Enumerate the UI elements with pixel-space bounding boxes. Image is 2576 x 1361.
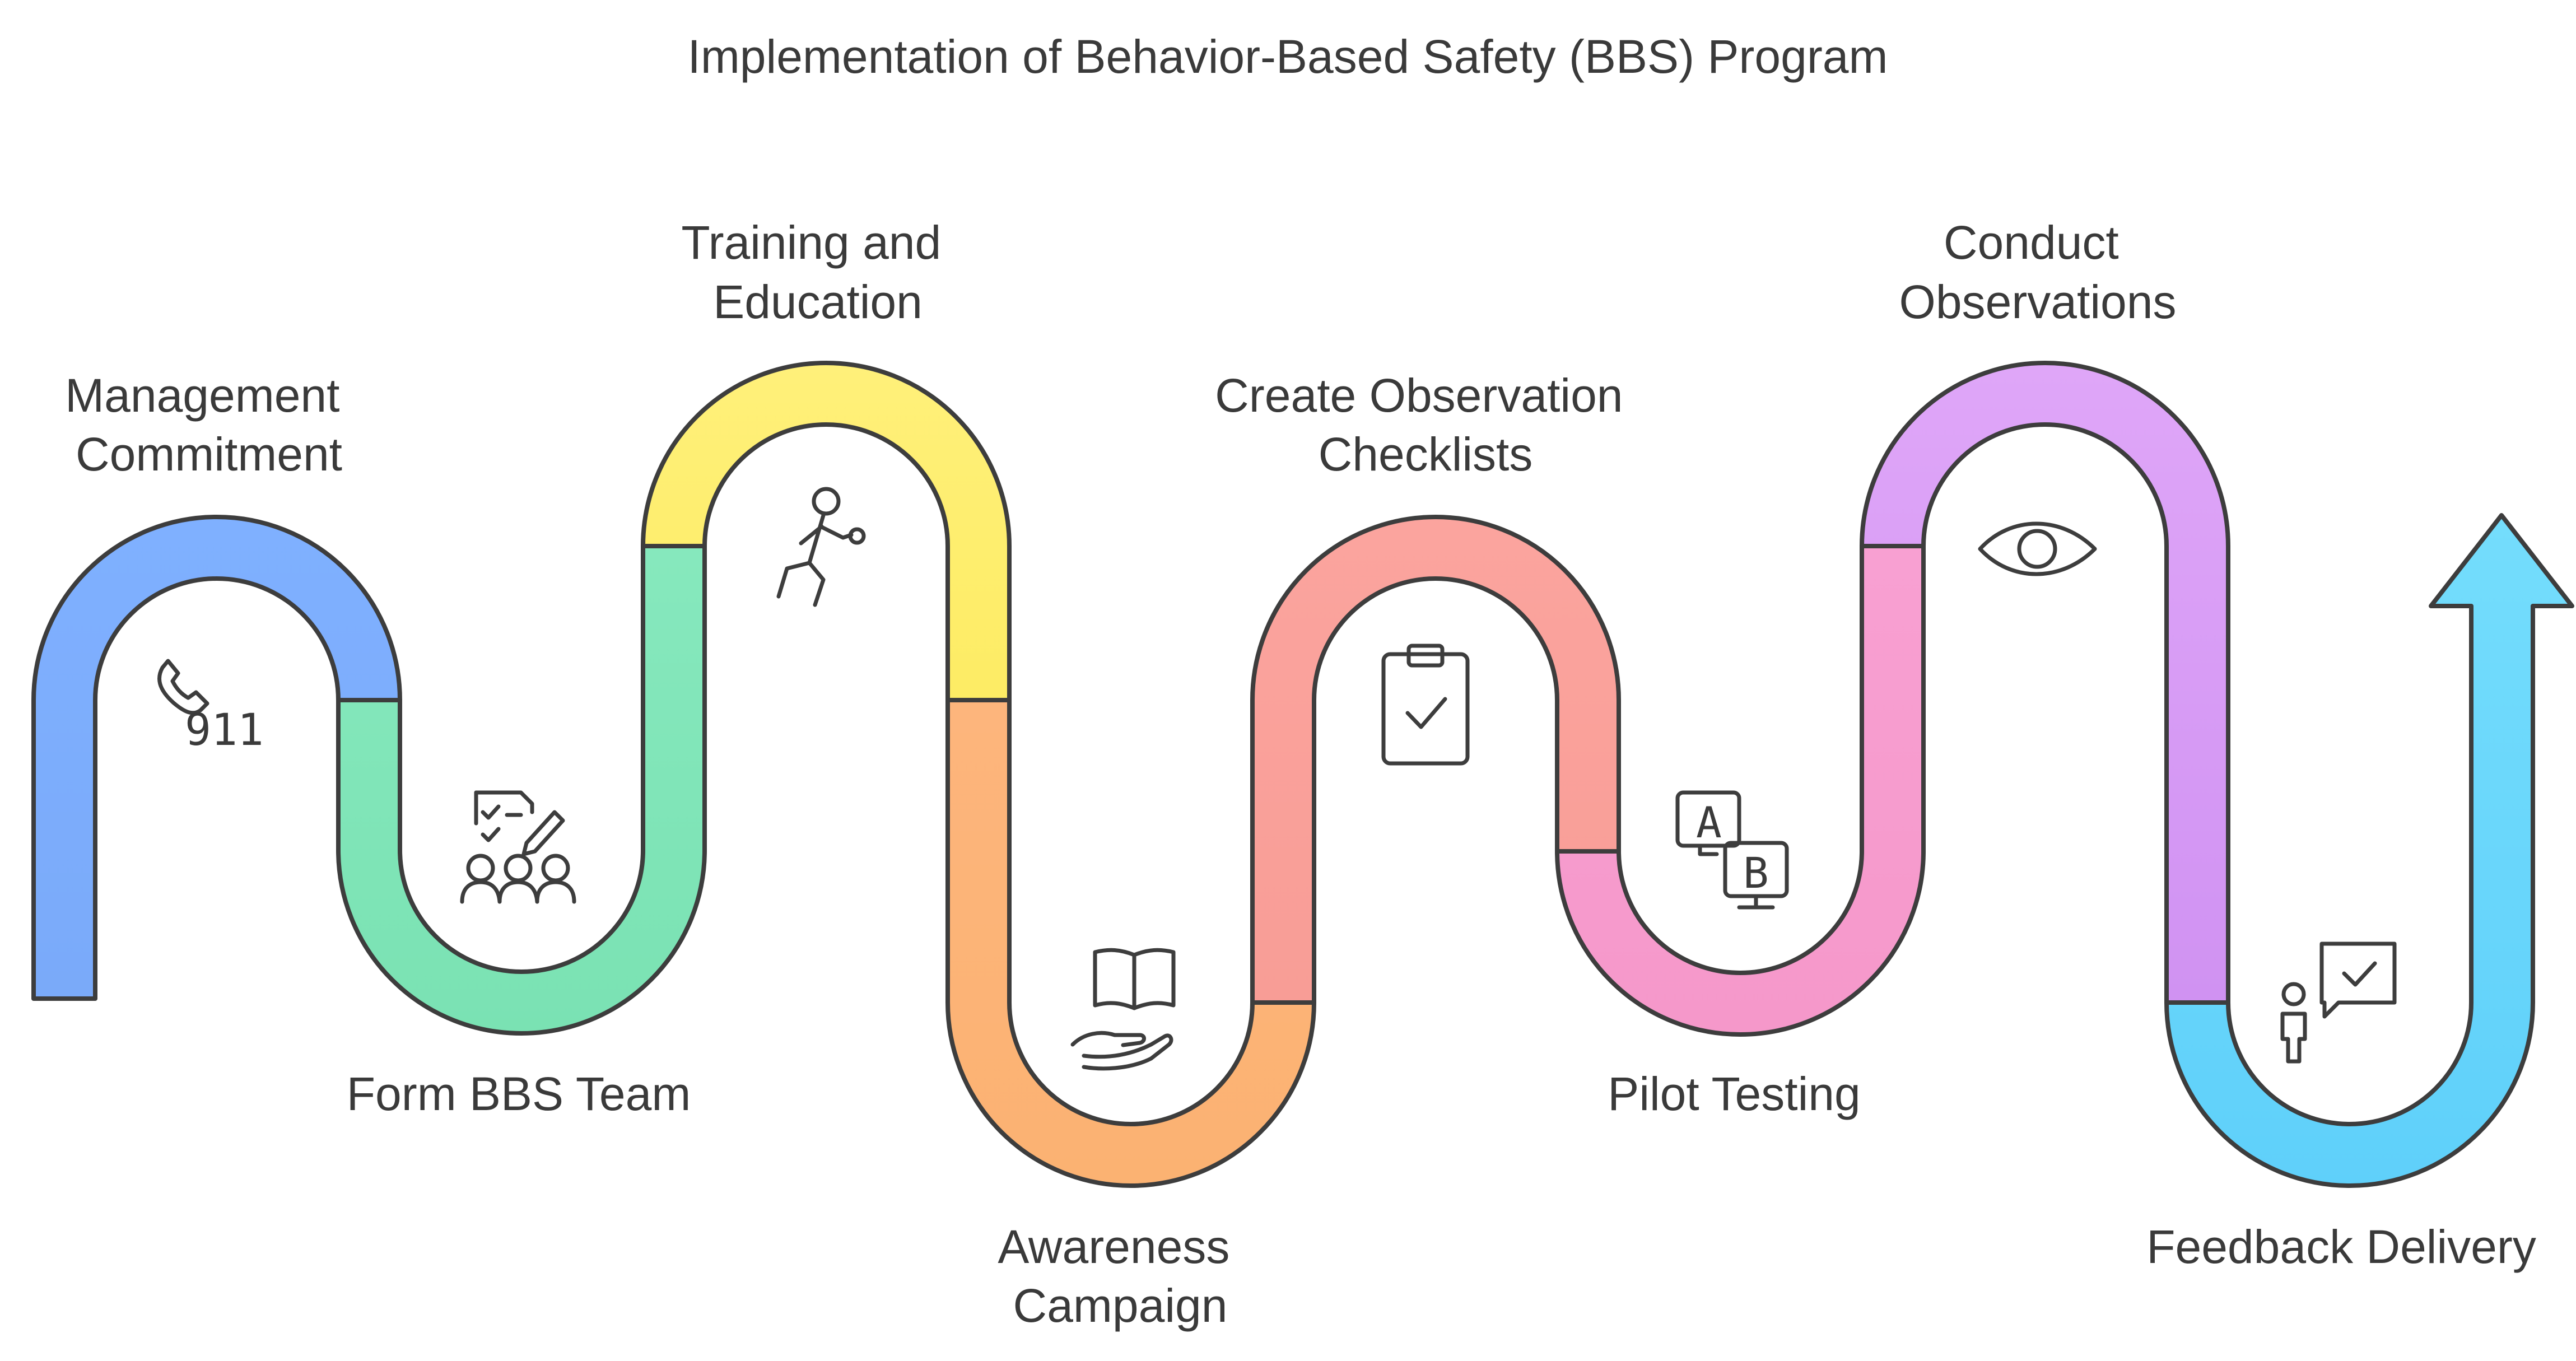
segment-feedback-delivery bbox=[2164, 513, 2574, 1188]
running-person-icon bbox=[776, 487, 866, 607]
label-pilot-testing: Pilot Testing bbox=[1608, 1068, 1860, 1120]
segment-create-observation-checklists bbox=[1250, 515, 1621, 1005]
segment-training-and-education bbox=[641, 361, 1012, 702]
label-create-observation-checklists: Create Observation Checklists bbox=[1215, 369, 1636, 481]
label-awareness-campaign: Awareness Campaign bbox=[998, 1220, 1242, 1332]
segment-form-bbs-team bbox=[336, 544, 707, 1036]
label-management-commitment: Management Commitment bbox=[65, 369, 353, 481]
ab-test-icon: A B bbox=[1675, 790, 1789, 910]
open-book-hand-icon bbox=[1070, 948, 1176, 1071]
segment-management-commitment bbox=[31, 515, 402, 1001]
segment-pilot-testing bbox=[1555, 544, 1926, 1037]
clipboard-check-icon bbox=[1381, 644, 1470, 766]
label-training-and-education: Training and Education bbox=[681, 216, 954, 328]
phone-911-icon: 911 bbox=[157, 659, 264, 756]
svg-text:A: A bbox=[1696, 798, 1722, 847]
path-segments bbox=[31, 361, 2574, 1188]
label-conduct-observations: Conduct Observations bbox=[1899, 216, 2177, 328]
svg-text:B: B bbox=[1743, 848, 1769, 898]
label-form-bbs-team: Form BBS Team bbox=[347, 1068, 691, 1120]
segment-conduct-observations bbox=[1860, 361, 2230, 1005]
eye-icon bbox=[1978, 521, 2097, 576]
feedback-person-icon bbox=[2280, 941, 2397, 1064]
team-checklist-icon bbox=[460, 790, 576, 904]
segment-awareness-campaign bbox=[945, 698, 1316, 1188]
icons: 911 bbox=[157, 487, 2397, 1071]
svg-text:911: 911 bbox=[185, 705, 264, 756]
label-feedback-delivery: Feedback Delivery bbox=[2146, 1220, 2536, 1273]
page-title: Implementation of Behavior-Based Safety … bbox=[688, 30, 1888, 83]
labels: Management Commitment Form BBS Team Trai… bbox=[65, 216, 2536, 1332]
